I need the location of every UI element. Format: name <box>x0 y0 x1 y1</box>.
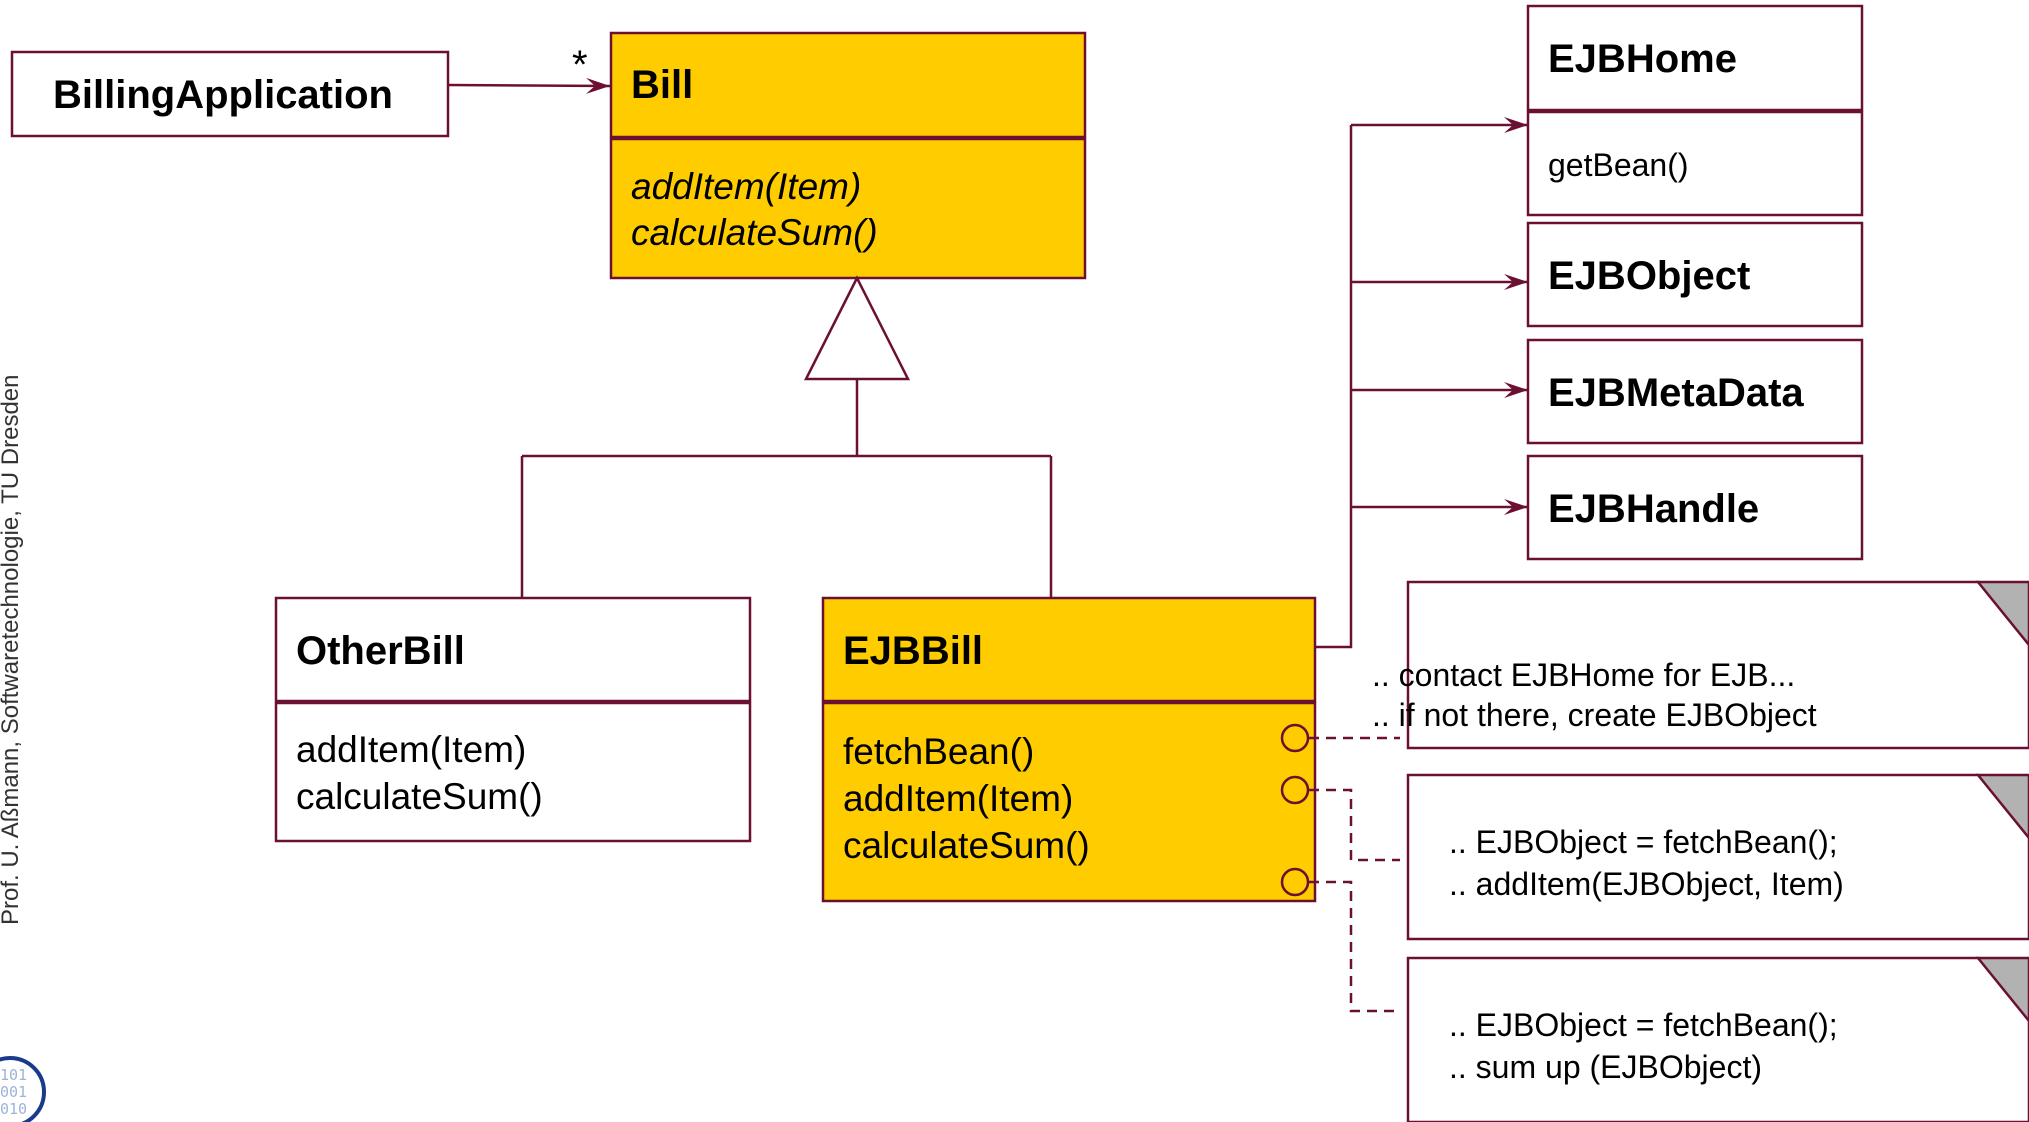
class-ejb-handle-name: EJBHandle <box>1548 487 1759 531</box>
generalization-bill <box>520 275 1053 597</box>
class-ejb-home-operation: getBean() <box>1548 147 1689 183</box>
class-ejb-home[interactable]: EJBHome getBean() <box>1526 4 1864 217</box>
class-ejb-bill[interactable]: EJBBill fetchBean() addItem(Item) calcul… <box>821 596 1317 903</box>
class-other-bill-name: OtherBill <box>296 629 465 673</box>
note-anchor-connectors <box>1309 736 1400 1013</box>
class-ejb-metadata[interactable]: EJBMetaData <box>1526 338 1864 445</box>
class-ejb-object-name: EJBObject <box>1548 254 1750 298</box>
note-add-item-line: .. addItem(EJBObject, Item) <box>1449 866 1844 902</box>
class-other-bill[interactable]: OtherBill addItem(Item) calculateSum() <box>274 596 752 843</box>
class-ejb-bill-operation: addItem(Item) <box>843 778 1073 819</box>
class-ejb-metadata-name: EJBMetaData <box>1548 371 1804 415</box>
class-ejb-object[interactable]: EJBObject <box>1526 221 1864 328</box>
class-ejb-handle[interactable]: EJBHandle <box>1526 454 1864 561</box>
class-bill-operation: calculateSum() <box>631 212 878 253</box>
svg-text:001: 001 <box>0 1083 27 1101</box>
association-billing-to-bill <box>447 77 611 94</box>
note-calculate-sum-line: .. EJBObject = fetchBean(); <box>1449 1007 1838 1043</box>
note-fetch-bean: .. contact EJBHome for EJB... .. if not … <box>1372 580 2029 750</box>
class-billing-application[interactable]: BillingApplication <box>10 50 450 138</box>
note-add-item-line: .. EJBObject = fetchBean(); <box>1449 824 1838 860</box>
side-credit: Prof. U. Aßmann, Softwaretechnologie, TU… <box>0 375 24 926</box>
associations-ejb-bill-to-interfaces <box>1315 117 1528 649</box>
note-calculate-sum: .. EJBObject = fetchBean(); .. sum up (E… <box>1406 956 2029 1122</box>
note-fetch-bean-line: .. if not there, create EJBObject <box>1372 697 1817 733</box>
note-anchor-circle-icons <box>1280 723 1310 897</box>
class-ejb-bill-name: EJBBill <box>843 629 983 673</box>
class-ejb-bill-operation: calculateSum() <box>843 825 1090 866</box>
class-ejb-bill-operation: fetchBean() <box>843 731 1034 772</box>
association-multiplicity: * <box>572 43 588 87</box>
note-calculate-sum-line: .. sum up (EJBObject) <box>1449 1049 1762 1085</box>
class-other-bill-operation: calculateSum() <box>296 776 543 817</box>
class-bill[interactable]: Bill addItem(Item) calculateSum() <box>609 31 1087 280</box>
class-billing-application-name: BillingApplication <box>53 73 393 117</box>
note-add-item: .. EJBObject = fetchBean(); .. addItem(E… <box>1406 773 2029 941</box>
class-ejb-home-name: EJBHome <box>1548 37 1737 81</box>
class-other-bill-operation: addItem(Item) <box>296 729 526 770</box>
class-bill-operation: addItem(Item) <box>631 166 861 207</box>
binary-digits-logo-icon: 101 001 010 <box>0 1056 46 1122</box>
svg-text:101: 101 <box>0 1066 27 1084</box>
class-bill-name: Bill <box>631 63 693 107</box>
note-fetch-bean-line: .. contact EJBHome for EJB... <box>1372 657 1795 693</box>
svg-text:010: 010 <box>0 1100 27 1118</box>
